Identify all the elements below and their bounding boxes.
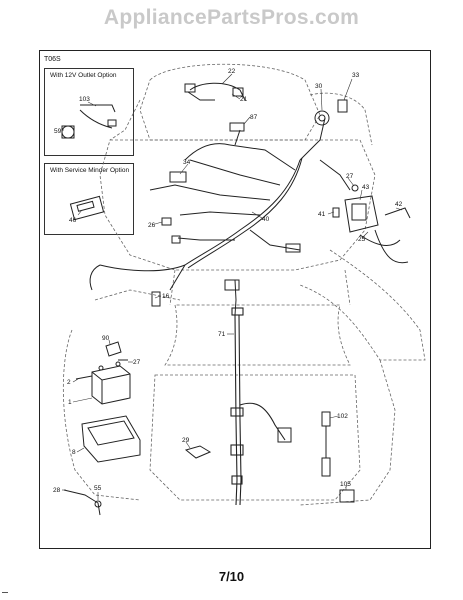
callout-1: 1 — [68, 399, 72, 406]
outlet-option-title: With 12V Outlet Option — [50, 72, 117, 79]
callout-8: 8 — [72, 449, 76, 456]
diagram-label: T06S — [44, 56, 61, 63]
callout-27b: 27 — [133, 359, 141, 366]
components — [61, 83, 411, 516]
callout-labels: 103 59 46 22 21 30 33 87 34 27 43 40 41 … — [53, 68, 403, 494]
callout-34: 34 — [183, 159, 191, 166]
callout-90: 90 — [102, 335, 110, 342]
callout-25: 25 — [358, 236, 366, 243]
callout-55: 55 — [94, 485, 102, 492]
callout-27a: 27 — [346, 173, 354, 180]
page-number: 7/10 — [218, 569, 245, 584]
callout-22: 22 — [228, 68, 236, 75]
callout-26: 26 — [148, 222, 156, 229]
callout-28: 28 — [53, 487, 61, 494]
callout-29: 29 — [182, 437, 190, 444]
callout-43: 43 — [362, 184, 370, 191]
callout-16: 16 — [162, 293, 170, 300]
callout-71: 71 — [218, 331, 226, 338]
callout-103: 103 — [79, 96, 90, 103]
margin-mark — [2, 592, 8, 593]
callout-41: 41 — [318, 211, 326, 218]
callout-87: 87 — [250, 114, 258, 121]
callout-46: 46 — [69, 217, 77, 224]
callout-30: 30 — [315, 83, 323, 90]
callout-105: 105 — [340, 481, 351, 488]
harness-71 — [230, 307, 286, 506]
diagram-frame — [39, 50, 431, 549]
tractor-outline — [62, 63, 426, 506]
outlet-option-inset: With 12V Outlet Option — [44, 68, 134, 156]
callout-40: 40 — [262, 216, 270, 223]
callout-21: 21 — [240, 96, 248, 103]
watermark: AppliancePartsPros.com — [103, 6, 360, 29]
service-minder-title: With Service Minder Option — [50, 167, 130, 174]
leader-lines — [62, 73, 403, 500]
callout-42: 42 — [395, 201, 403, 208]
callout-59: 59 — [54, 128, 62, 135]
callout-102: 102 — [337, 413, 348, 420]
callout-33: 33 — [352, 72, 360, 79]
callout-2: 2 — [67, 379, 71, 386]
